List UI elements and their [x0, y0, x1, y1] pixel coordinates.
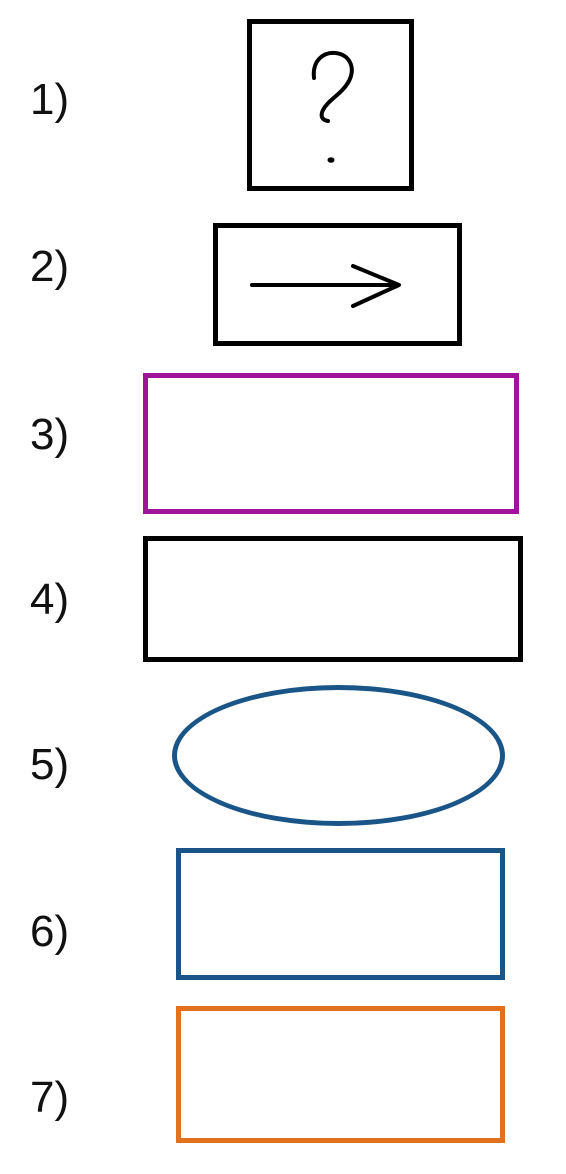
- purple-rectangle-shape: [143, 373, 519, 514]
- blue-ellipse-shape: [172, 685, 505, 826]
- item-1-label: 1): [30, 75, 70, 124]
- item-6-label: 6): [30, 907, 70, 956]
- question-square-shape: [247, 19, 414, 191]
- right-arrow-icon: [250, 264, 401, 308]
- item-5-label: 5): [30, 740, 70, 789]
- item-7-label: 7): [30, 1073, 70, 1122]
- arrow-rectangle-shape: [213, 223, 462, 346]
- item-2-label: 2): [30, 242, 70, 291]
- item-3-label: 3): [30, 410, 70, 459]
- orange-rectangle-shape: [176, 1006, 505, 1143]
- blue-rectangle-shape: [176, 848, 505, 980]
- question-mark-icon: [311, 50, 354, 163]
- item-4-label: 4): [30, 575, 70, 624]
- black-rectangle-shape: [143, 536, 523, 662]
